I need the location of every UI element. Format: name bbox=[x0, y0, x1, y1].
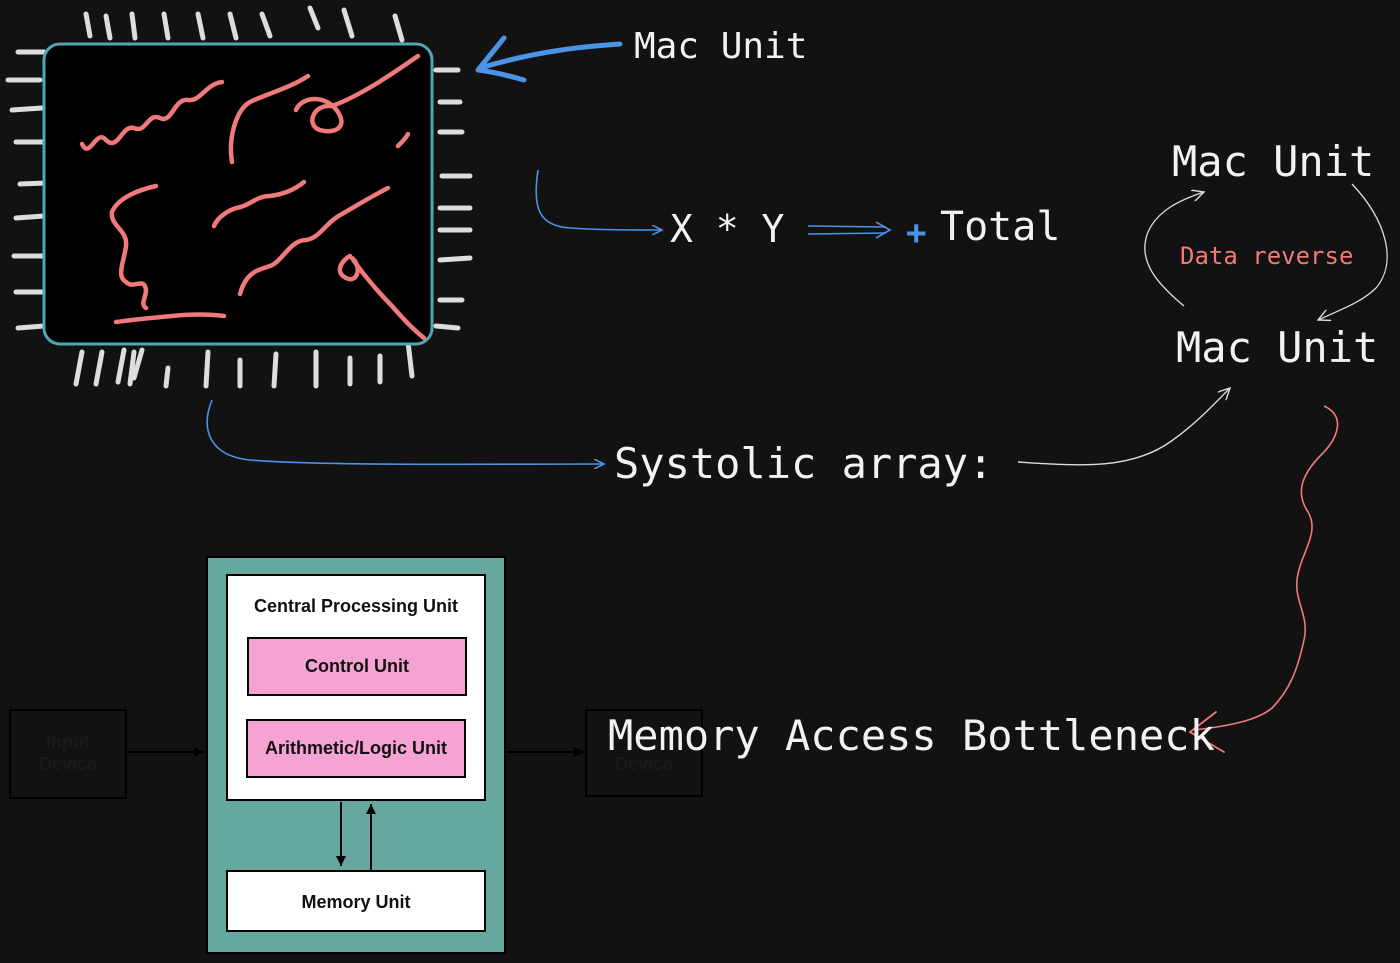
mac-unit-cycle-top: Mac Unit bbox=[1172, 137, 1374, 186]
input-device-box bbox=[9, 709, 127, 799]
input-device-label-2: Device bbox=[39, 754, 97, 774]
memory-bottleneck-label: Memory Access Bottleneck bbox=[608, 711, 1215, 760]
chip-pins-right bbox=[433, 67, 473, 331]
mac-unit-cycle-bottom: Mac Unit bbox=[1176, 323, 1378, 372]
chip-pins-bottom bbox=[73, 339, 415, 389]
output-device-label: Device bbox=[615, 754, 673, 774]
chip-traces bbox=[79, 53, 427, 341]
mac-unit-pointer-arrow bbox=[475, 35, 623, 83]
plus-sign: + bbox=[906, 213, 926, 253]
cpu-title: Central Processing Unit bbox=[254, 596, 458, 616]
data-reverse-label: Data reverse bbox=[1180, 242, 1353, 270]
chip-to-systolic-arrow bbox=[206, 399, 604, 464]
output-device-box bbox=[585, 709, 703, 797]
cycle-arrow-left bbox=[1144, 192, 1204, 307]
multiply-to-total-arrow bbox=[807, 221, 892, 239]
chip-pins-top bbox=[83, 5, 405, 43]
control-unit-label: Control Unit bbox=[305, 656, 409, 676]
systolic-array-label: Systolic array: bbox=[614, 439, 993, 488]
cpu-architecture-diagram: Input Device Device Central Processing U… bbox=[9, 556, 703, 954]
memory-unit-label: Memory Unit bbox=[301, 892, 410, 912]
bottleneck-arrowhead bbox=[1188, 711, 1225, 753]
cycle-arrow-right bbox=[1318, 183, 1388, 320]
alu-box bbox=[246, 719, 466, 778]
mac-unit-label-top: Mac Unit bbox=[634, 26, 807, 67]
control-unit-box bbox=[247, 637, 467, 696]
systolic-to-mac-arrow bbox=[1017, 388, 1230, 466]
input-device-label-1: Input bbox=[46, 732, 90, 752]
chip-to-multiply-arrow bbox=[535, 169, 662, 230]
x-times-y-label: X * Y bbox=[670, 207, 785, 251]
chip-pins-left bbox=[5, 49, 49, 331]
alu-label: Arithmetic/Logic Unit bbox=[265, 738, 447, 758]
chip-sketch bbox=[5, 5, 473, 389]
total-label: Total bbox=[940, 204, 1060, 250]
bottleneck-arrow bbox=[1193, 405, 1339, 731]
chip-body bbox=[42, 42, 434, 346]
memory-unit-box bbox=[226, 870, 486, 932]
